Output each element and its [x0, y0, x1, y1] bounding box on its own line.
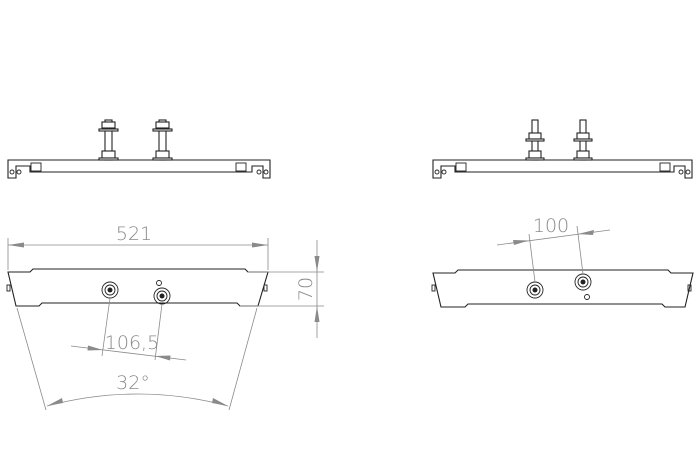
left-side-view	[7, 119, 271, 179]
dimension-label-106-5: 106,5	[105, 332, 159, 354]
dimension-bolt-spacing-left: 106,5	[70, 297, 187, 361]
bolt	[573, 119, 593, 161]
dimension-label-32-degrees: 32°	[116, 372, 150, 394]
dimension-label-70: 70	[295, 277, 317, 301]
dimension-bolt-spacing-right: 100	[496, 215, 611, 283]
bolt	[98, 119, 119, 161]
dimension-overall-width: 521	[7, 223, 269, 270]
right-side-view	[432, 119, 693, 179]
bolt	[152, 119, 173, 161]
dimension-label-521: 521	[116, 223, 152, 245]
bolt-hole	[574, 273, 592, 300]
dimension-height: 70	[240, 240, 324, 338]
dimension-label-100: 100	[533, 215, 569, 237]
right-plan-view	[431, 269, 694, 308]
left-plan-view	[6, 268, 269, 307]
bolt	[525, 119, 545, 161]
dimension-angle: 32°	[16, 307, 258, 411]
